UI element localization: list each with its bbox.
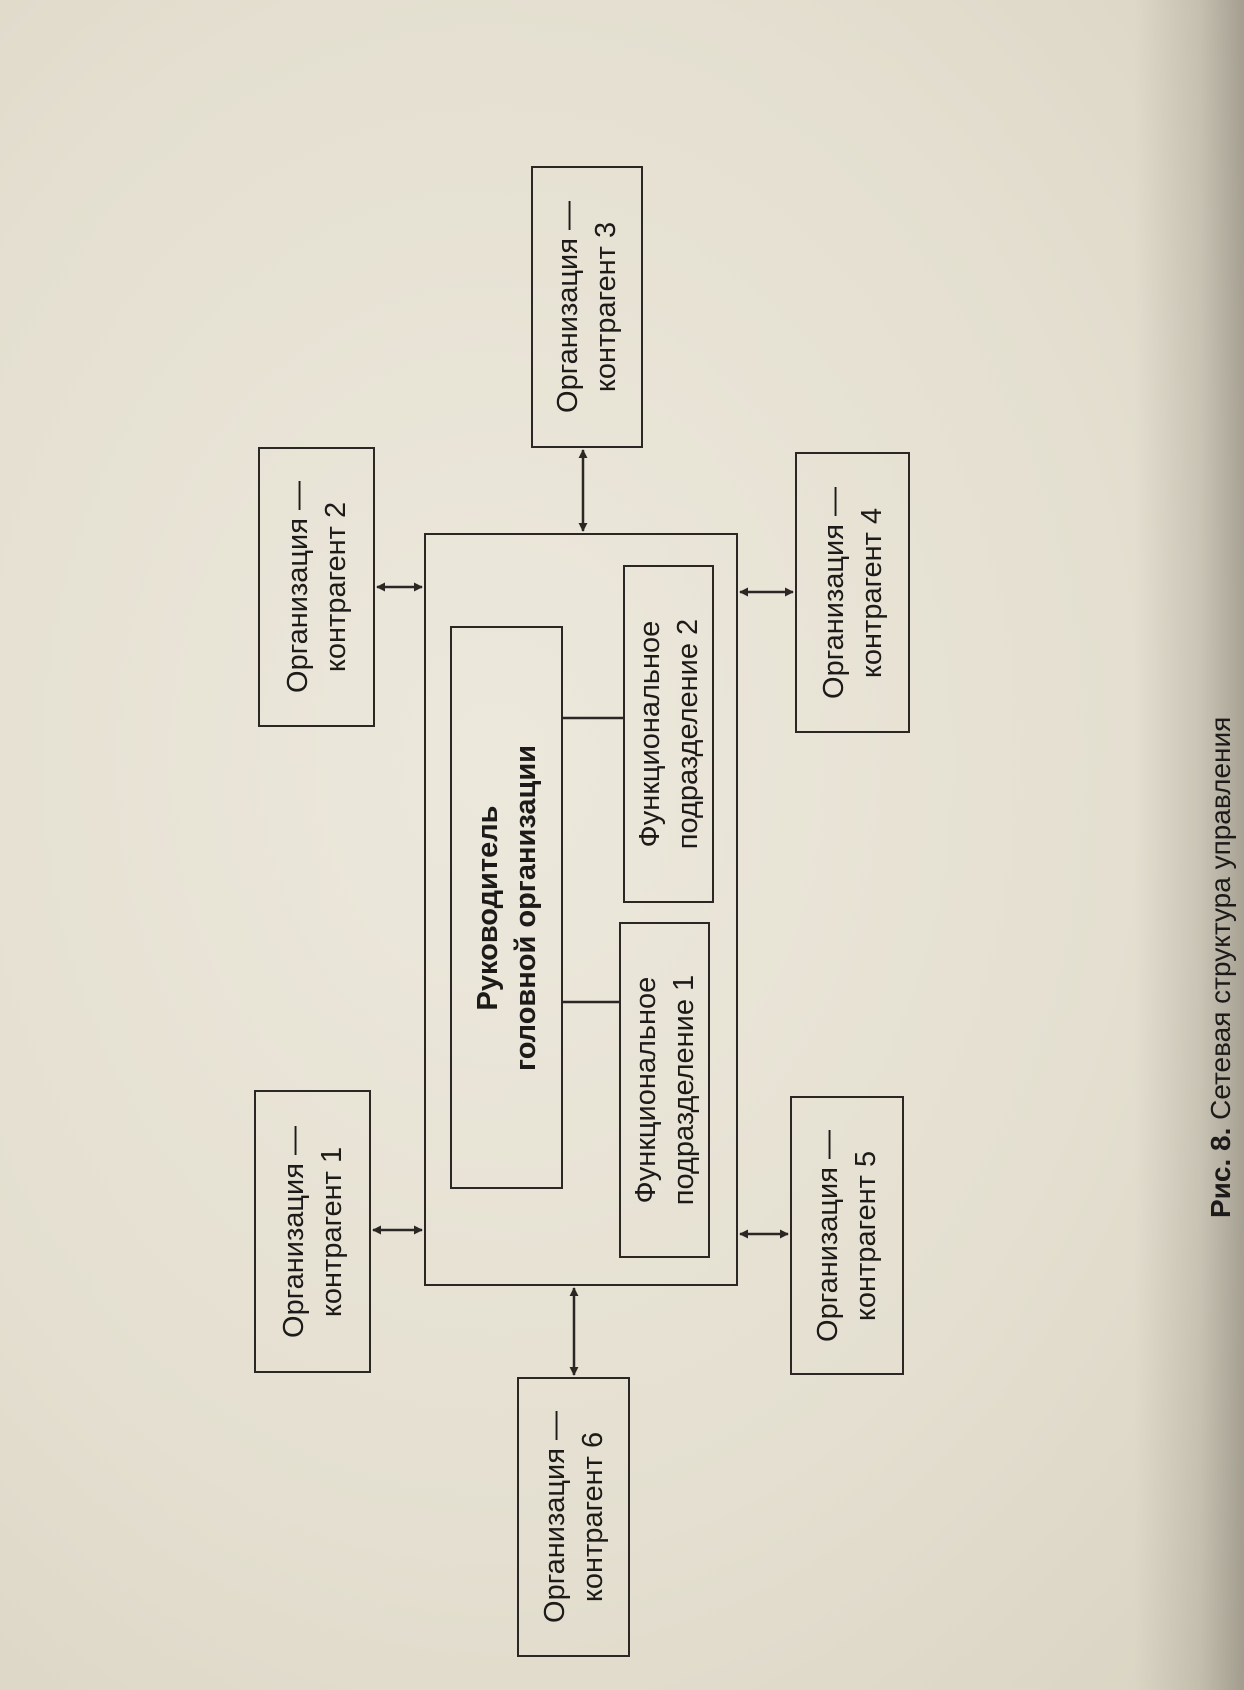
figure-title: Сетевая структура управления	[1205, 716, 1236, 1120]
binding-shadow	[1134, 0, 1244, 1690]
figure-number: Рис. 8.	[1205, 1127, 1236, 1218]
head-organization-box	[424, 533, 738, 1286]
partner-1-box: Организация — контрагент 1	[254, 1090, 371, 1373]
partner-6-box: Организация — контрагент 6	[517, 1377, 630, 1657]
functional-department-1-box: Функциональное подразделение 1	[619, 922, 710, 1258]
manager-box: Руководитель головной организации	[450, 626, 563, 1189]
partner-4-box: Организация — контрагент 4	[795, 452, 910, 733]
partner-5-box: Организация — контрагент 5	[790, 1096, 904, 1375]
figure-caption: Рис. 8. Сетевая структура управления	[1205, 717, 1237, 1218]
functional-department-2-box: Функциональное подразделение 2	[623, 565, 714, 903]
partner-2-box: Организация — контрагент 2	[258, 447, 375, 727]
partner-3-box: Организация — контрагент 3	[531, 166, 643, 448]
